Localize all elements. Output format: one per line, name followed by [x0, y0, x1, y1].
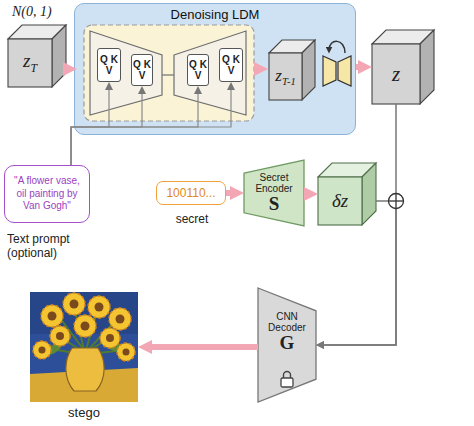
module-box: Denoising LDM Q K V Q K V Q K V Q K V zT-1 [74, 3, 356, 135]
latent-cube: zT-1 [269, 40, 315, 100]
stego-image: stego [30, 292, 138, 402]
image-caption: stego [30, 405, 138, 420]
flower [100, 328, 120, 348]
latent-cube: zT [8, 25, 66, 87]
flow-connector [148, 344, 258, 350]
attention-label: Q K V [132, 59, 152, 82]
cube-side [302, 40, 315, 100]
flower [109, 308, 131, 330]
attention-box: Q K V [131, 54, 153, 86]
symbol-base: z [275, 66, 282, 85]
block-symbol: S [269, 194, 280, 215]
flower-center [106, 334, 114, 342]
secret-box: 100110...secret [156, 181, 226, 205]
block-symbol: G [280, 333, 295, 354]
painting-background [30, 292, 138, 402]
decoder-block: CNN DecoderG [258, 288, 316, 402]
painting-leaf [40, 345, 62, 355]
cube-front [318, 177, 362, 225]
flower [50, 326, 70, 346]
cube-outline [372, 30, 434, 104]
latent-label: zT [8, 39, 52, 87]
attention-box: Q K V [187, 54, 209, 86]
cube-side [362, 163, 376, 225]
flower-center [81, 322, 90, 331]
painting-leaf [106, 344, 130, 353]
flower [63, 293, 85, 315]
cube-outline [8, 25, 66, 87]
painting-vase [66, 348, 104, 391]
perturbation-cube: δz [318, 163, 376, 225]
symbol-text: zT [23, 50, 37, 76]
prompt-box: "A flower vase, oil painting by Van Gogh… [4, 165, 90, 223]
block-name: CNN Decoder [264, 311, 310, 333]
stego-painting [30, 292, 138, 402]
cube-front [372, 44, 420, 104]
cube-front [8, 39, 52, 87]
flower-center [123, 349, 130, 356]
flower-center [48, 312, 57, 321]
trapezoid-shape [244, 160, 304, 226]
flow-connector [226, 190, 234, 196]
flower-center [56, 332, 64, 340]
painting-flowers [33, 293, 135, 361]
attention-box: Q K V [219, 48, 243, 82]
flower-center [70, 300, 79, 309]
cube-front [269, 53, 302, 100]
symbol-subscript: T-1 [282, 76, 296, 87]
sum-bar [389, 200, 404, 201]
painting-table [30, 368, 138, 402]
flower [74, 315, 96, 337]
flower-center [95, 303, 104, 312]
painting-flower-centers [39, 300, 130, 356]
painting-stems [44, 306, 124, 354]
sum-circle [389, 194, 404, 209]
cube-side [420, 30, 434, 104]
symbol-subscript: T [30, 62, 37, 75]
attention-box: Q K V [97, 48, 121, 82]
symbol-text: zT-1 [275, 66, 295, 87]
secret-caption: secret [147, 212, 237, 226]
cube-side [52, 25, 66, 87]
sum-symbol [389, 194, 404, 209]
secret-bits: 100110... [166, 186, 215, 200]
latent-cube: z [372, 30, 434, 104]
flower [117, 343, 135, 361]
attention-label: Q K V [188, 59, 208, 82]
flower [33, 341, 51, 359]
attention-label: Q K V [220, 54, 242, 77]
symbol-base: z [23, 50, 30, 71]
module-title: Denoising LDM [75, 7, 355, 22]
painting-shade [30, 292, 138, 334]
latent-label: z [372, 44, 420, 104]
flower [41, 305, 63, 327]
flower [88, 296, 110, 318]
encoder-block: Secret EncoderS [244, 160, 304, 226]
latent-label: zT-1 [269, 53, 302, 100]
trapezoid-shape [258, 288, 316, 402]
prompt-caption: Text prompt (optional) [7, 232, 97, 261]
block-name: Secret Encoder [251, 172, 297, 194]
sum-bar [395, 194, 396, 209]
flower-center [39, 347, 46, 354]
flower-center [116, 315, 125, 324]
attention-label: Q K V [98, 54, 120, 77]
flow-connector [356, 64, 362, 70]
distribution-label: N(0, 1) [12, 4, 52, 20]
prompt-text: "A flower vase, oil painting by Van Gogh… [8, 175, 86, 213]
latent-label: δz [318, 177, 362, 225]
